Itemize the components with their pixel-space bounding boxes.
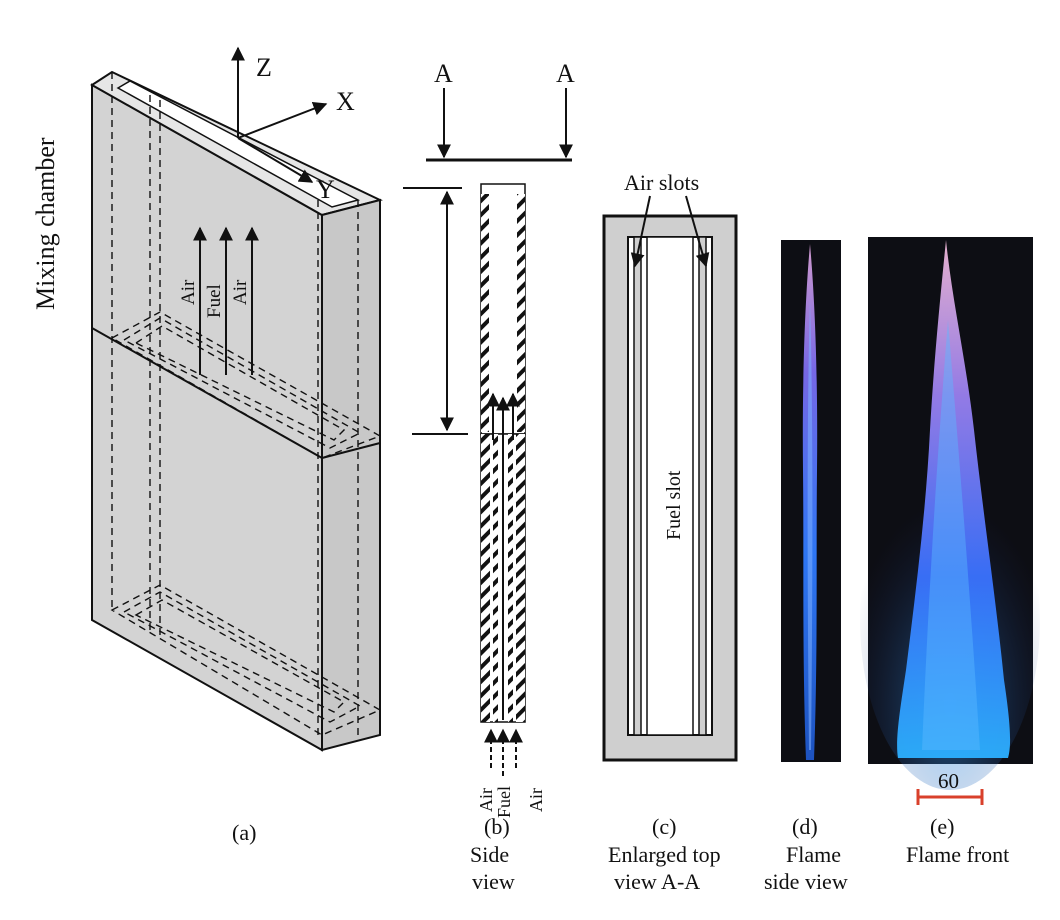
flame-front-shape bbox=[897, 240, 1011, 758]
flow-arrows-a bbox=[193, 226, 259, 375]
section-marker-a-left: A bbox=[434, 59, 453, 88]
caption-a: (a) bbox=[232, 820, 256, 845]
axis-z-label: Z bbox=[256, 53, 272, 82]
caption-b-line1: Side bbox=[470, 842, 509, 867]
fuel-slot-label: Fuel slot bbox=[663, 470, 685, 540]
panel-b: A A Air Fuel Air (b) Side view bbox=[403, 59, 575, 894]
air-slot-right bbox=[698, 236, 707, 736]
panel-a: Z X Y Air Fuel Air Mixing chamber (a) bbox=[31, 46, 383, 845]
hidden-edges bbox=[110, 72, 382, 736]
caption-d-line2: side view bbox=[764, 869, 848, 894]
caption-d-line1: Flame bbox=[786, 842, 841, 867]
axis-y-label: Y bbox=[316, 175, 335, 204]
inlet-label-fuel: Fuel bbox=[494, 786, 514, 818]
caption-c-line1: Enlarged top bbox=[608, 842, 721, 867]
caption-c-line2: view A-A bbox=[614, 869, 700, 894]
caption-e: (e) bbox=[930, 814, 954, 839]
coordinate-axes bbox=[231, 46, 328, 183]
caption-b: (b) bbox=[484, 814, 510, 839]
caption-b-line2: view bbox=[472, 869, 515, 894]
caption-c: (c) bbox=[652, 814, 676, 839]
axis-x-label: X bbox=[336, 87, 355, 116]
mixing-chamber-label: Mixing chamber bbox=[31, 137, 60, 310]
chamber-side-face bbox=[321, 198, 381, 752]
scale-bar-label: 60 bbox=[938, 769, 959, 793]
air-slots-label: Air slots bbox=[624, 170, 699, 195]
panel-d: (d) Flame side view bbox=[764, 240, 848, 894]
flow-label-air-left: Air bbox=[178, 279, 199, 305]
panel-e: 60 (e) Flame front bbox=[860, 237, 1040, 867]
caption-d: (d) bbox=[792, 814, 818, 839]
air-slot-left bbox=[633, 236, 642, 736]
inlet-label-air-left: Air bbox=[476, 788, 496, 812]
flow-label-air-right: Air bbox=[230, 279, 251, 305]
panel-c: Air slots Fuel slot (c) Enlarged top vie… bbox=[602, 170, 738, 894]
section-marker-a-right: A bbox=[556, 59, 575, 88]
flow-label-fuel: Fuel bbox=[204, 284, 225, 318]
fuel-slot bbox=[646, 236, 694, 736]
caption-e-line1: Flame front bbox=[906, 842, 1009, 867]
inlet-label-air-right: Air bbox=[526, 788, 546, 812]
